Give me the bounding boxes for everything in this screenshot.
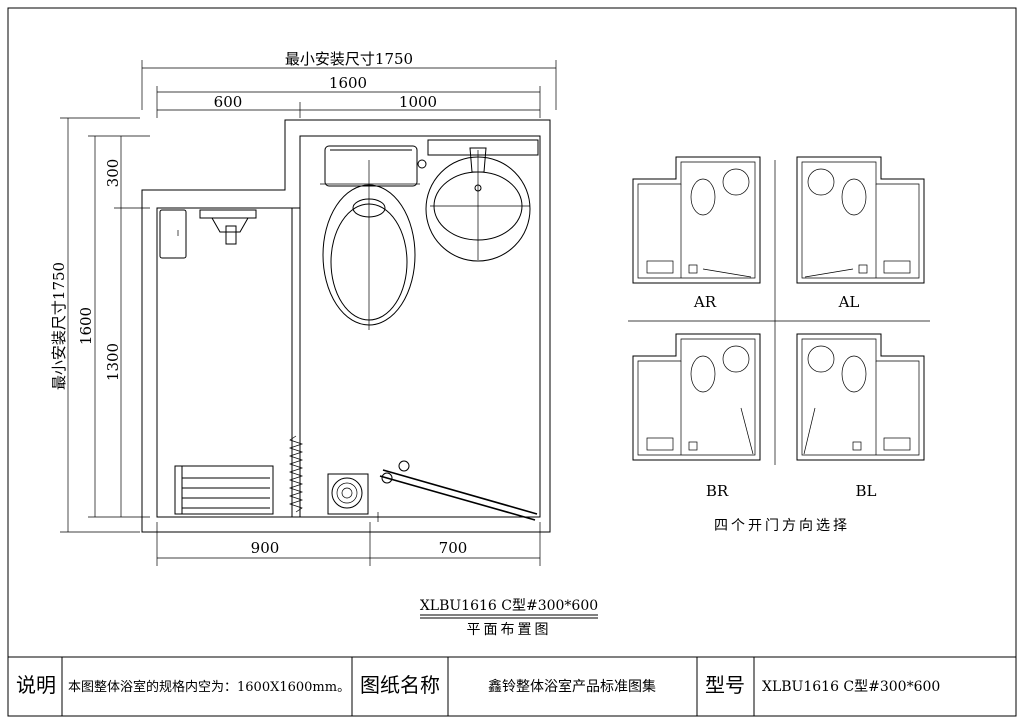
footer-title-block: 说明 本图整体浴室的规格内空为：1600X1600mm。 图纸名称 鑫铃整体浴室…	[7, 656, 1017, 717]
toilet	[320, 145, 427, 330]
variant-ar	[632, 156, 761, 284]
footer-model-value: XLBU1616 C型#300*600	[762, 679, 940, 695]
footer-drawing-name-label: 图纸名称	[360, 673, 440, 697]
footer-model-label: 型号	[705, 673, 745, 697]
variant-label-br: BR	[706, 482, 729, 500]
variant-br	[632, 333, 761, 461]
footer-desc-text: 本图整体浴室的规格内空为：1600X1600mm。	[68, 679, 350, 695]
towel-rack	[174, 465, 274, 515]
footer-desc-label: 说明	[16, 673, 56, 697]
plan-title: XLBU1616 C型#300*600 平面布置图	[420, 598, 598, 638]
shower-curtain	[288, 435, 304, 513]
dim-top-left: 600	[214, 93, 243, 111]
dim-bottom-left: 900	[251, 539, 280, 557]
variant-bl	[796, 333, 925, 461]
footer-drawing-name: 鑫铃整体浴室产品标准图集	[488, 678, 656, 695]
variant-label-bl: BL	[856, 482, 877, 500]
floor-drain	[327, 473, 369, 515]
variants-caption: 四个开门方向选择	[714, 518, 850, 534]
floor-plan: 最小安装尺寸1750 1600 600 1000 最小安装尺寸1750 1600…	[50, 50, 557, 566]
inner-wall	[156, 135, 541, 518]
dim-bottom-right: 700	[439, 539, 468, 557]
dim-top-right: 1000	[399, 93, 437, 111]
outer-wall	[141, 119, 551, 533]
dim-left-bottom: 1300	[104, 343, 122, 381]
door-variants: AR AL BR	[628, 156, 930, 534]
dim-left-overall: 最小安装尺寸1750	[50, 262, 68, 390]
shower-mixer	[159, 209, 257, 259]
washbasin	[425, 139, 539, 262]
dim-top-width: 1600	[329, 74, 367, 92]
variant-al	[796, 156, 925, 284]
dim-left-top: 300	[104, 159, 122, 188]
plan-title-model: XLBU1616 C型#300*600	[420, 598, 598, 614]
dim-left-height: 1600	[77, 307, 95, 345]
door	[377, 460, 540, 522]
dim-top-overall: 最小安装尺寸1750	[285, 50, 413, 68]
variant-label-ar: AR	[693, 293, 717, 311]
plan-title-name: 平面布置图	[467, 622, 552, 638]
variant-label-al: AL	[838, 293, 860, 311]
